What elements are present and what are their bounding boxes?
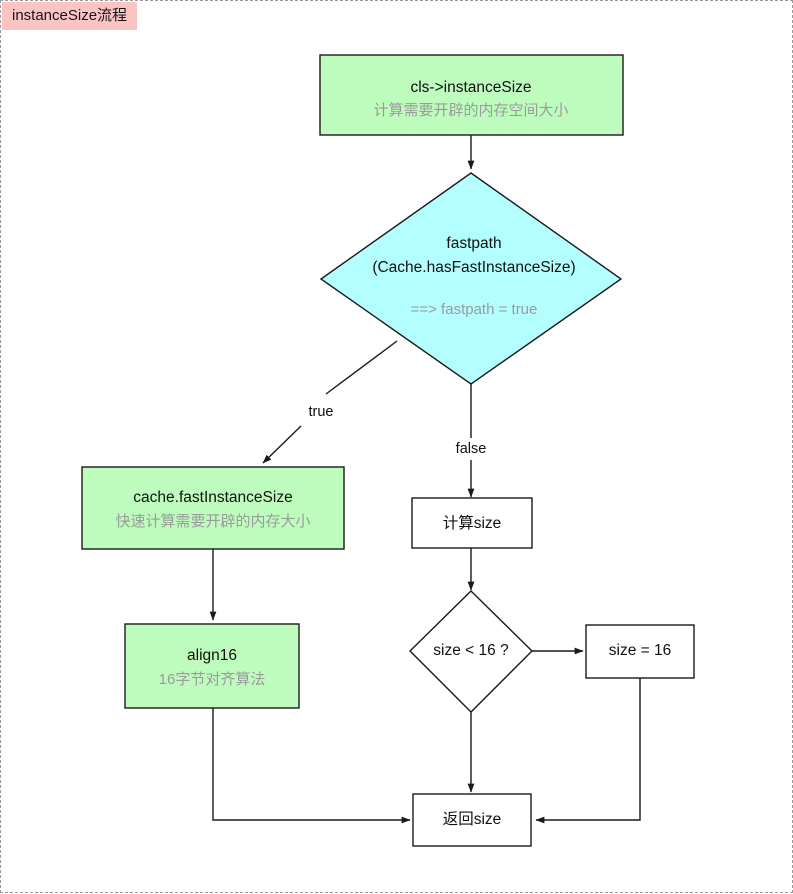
node-return-size[interactable]: 返回size — [412, 793, 532, 847]
node-size-lt-16[interactable]: size < 16 ? — [409, 590, 533, 713]
diagram-title-badge: instanceSize流程 — [2, 2, 138, 30]
node-align16-title: align16 — [187, 647, 237, 664]
edge-label-false: false — [456, 441, 487, 457]
node-align16-subtitle: 16字节对齐算法 — [159, 670, 266, 688]
node-size-lt-16-shape — [409, 590, 533, 713]
edge-label-true: true — [309, 404, 334, 420]
node-size-equals-16-title: size = 16 — [609, 642, 671, 659]
node-fastpath[interactable]: fastpath (Cache.hasFastInstanceSize) ==>… — [319, 172, 623, 385]
node-fastpath-title2: (Cache.hasFastInstanceSize) — [372, 259, 575, 276]
node-cls-instancesize[interactable]: cls->instanceSize 计算需要开辟的内存空间大小 — [319, 54, 624, 136]
node-calc-size-title: 计算size — [443, 513, 502, 532]
node-calc-size[interactable]: 计算size — [411, 497, 533, 549]
edge-fastpath-true-to-cache-2 — [262, 425, 302, 464]
node-size-equals-16[interactable]: size = 16 — [585, 624, 695, 679]
node-fastpath-subtitle: ==> fastpath = true — [411, 301, 538, 318]
node-cache-fastinstancesize[interactable]: cache.fastInstanceSize 快速计算需要开辟的内存大小 — [81, 466, 345, 550]
edge-fastpath-true-to-cache — [325, 340, 398, 395]
node-align16-shape — [124, 623, 300, 709]
node-cache-fastinstancesize-title: cache.fastInstanceSize — [133, 489, 292, 506]
node-align16[interactable]: align16 16字节对齐算法 — [124, 623, 300, 709]
node-cls-instancesize-title: cls->instanceSize — [410, 79, 531, 96]
node-cache-fastinstancesize-subtitle: 快速计算需要开辟的内存大小 — [115, 512, 310, 530]
node-cls-instancesize-shape — [319, 54, 624, 136]
node-calc-size-shape — [411, 497, 533, 549]
edge-size16-to-return — [535, 678, 641, 824]
node-size-lt-16-title: size < 16 ? — [433, 642, 509, 659]
node-return-size-shape — [412, 793, 532, 847]
node-cache-fastinstancesize-shape — [81, 466, 345, 550]
node-size-equals-16-shape — [585, 624, 695, 679]
node-return-size-title: 返回size — [443, 810, 502, 828]
node-fastpath-title: fastpath — [446, 235, 501, 252]
node-cls-instancesize-subtitle: 计算需要开辟的内存空间大小 — [373, 101, 568, 119]
node-fastpath-shape — [319, 172, 623, 385]
edge-align16-to-return — [212, 708, 411, 824]
